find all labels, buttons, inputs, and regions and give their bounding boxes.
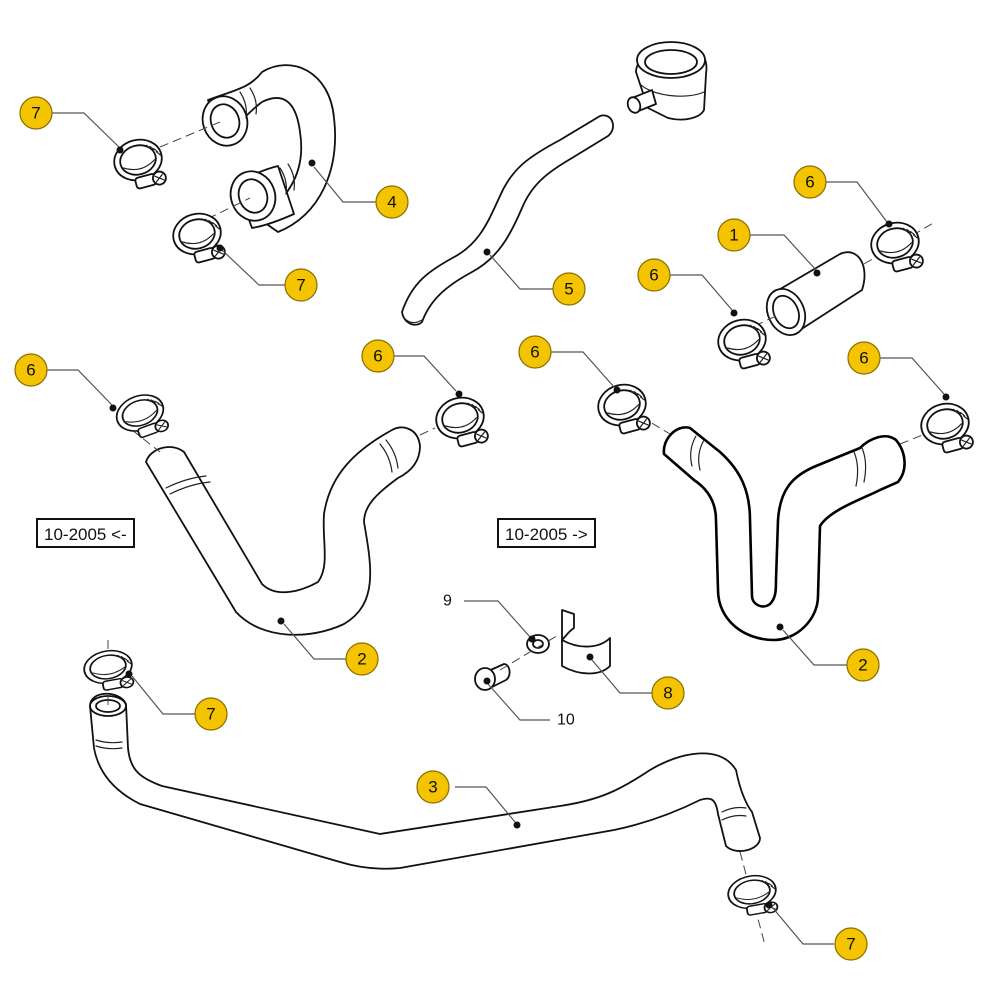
coolant-hose-part-2-before-2005 xyxy=(131,426,436,636)
hose-bracket-part-8 xyxy=(561,609,611,675)
callout-6-before-left[interactable]: 6 xyxy=(14,353,48,387)
callout-label: 1 xyxy=(729,226,738,245)
callout-label: 3 xyxy=(428,778,437,797)
callout-7-top-left[interactable]: 7 xyxy=(19,96,53,130)
callout-label: 6 xyxy=(805,173,814,192)
callout-label: 4 xyxy=(387,193,396,212)
callout-label: 2 xyxy=(858,656,867,675)
hose-clamp-part-7-long-hose-left xyxy=(80,646,137,696)
callout-6-connector-left[interactable]: 6 xyxy=(637,258,671,292)
hose-clamp-part-7-long-hose-right xyxy=(724,871,781,921)
callout-label: 6 xyxy=(859,349,868,368)
callout-2-after[interactable]: 2 xyxy=(846,648,880,682)
coolant-hose-part-2-after-2005 xyxy=(639,415,931,642)
label-9: 9 xyxy=(443,593,452,610)
callout-7-upper-clamp[interactable]: 7 xyxy=(284,268,318,302)
long-hose-part-3 xyxy=(89,640,766,946)
callout-1[interactable]: 1 xyxy=(717,218,751,252)
callout-label: 6 xyxy=(26,361,35,380)
hose-clamp-part-6-connector-right xyxy=(865,216,927,279)
callout-label: 6 xyxy=(373,347,382,366)
filler-neck-fitting xyxy=(626,41,708,121)
callout-6-after-left[interactable]: 6 xyxy=(518,335,552,369)
callout-label: 6 xyxy=(530,343,539,362)
callout-2-before[interactable]: 2 xyxy=(345,642,379,676)
callout-label: 7 xyxy=(296,276,305,295)
callout-8[interactable]: 8 xyxy=(651,676,685,710)
hose-clamp-part-7-upper xyxy=(108,133,170,196)
hose-clamp-part-6-after-left xyxy=(592,378,654,441)
callout-6-before-right[interactable]: 6 xyxy=(361,339,395,373)
callout-label: 7 xyxy=(206,705,215,724)
callout-6-connector-right[interactable]: 6 xyxy=(793,165,827,199)
callout-6-after-right[interactable]: 6 xyxy=(847,341,881,375)
hose-clamp-part-6-before-left xyxy=(110,387,173,446)
date-box-after-2005: 10-2005 -> xyxy=(497,518,596,548)
u-hose-part-4 xyxy=(159,64,336,233)
hose-clamp-part-6-connector-left xyxy=(712,313,774,376)
label-10: 10 xyxy=(557,712,575,729)
bolt-part-10 xyxy=(474,633,561,691)
hose-clamp-part-6-before-right xyxy=(430,391,492,454)
callout-label: 8 xyxy=(663,684,672,703)
straight-connector-part-1 xyxy=(741,221,936,336)
breather-hose-part-5 xyxy=(401,114,614,326)
callout-label: 2 xyxy=(357,650,366,669)
callout-label: 6 xyxy=(649,266,658,285)
callout-7-long-hose-right[interactable]: 7 xyxy=(834,927,868,961)
hose-clamp-part-6-after-right xyxy=(915,397,977,460)
date-box-before-2005: 10-2005 <- xyxy=(36,518,135,548)
callout-5[interactable]: 5 xyxy=(552,272,586,306)
hose-clamp-part-7-lower xyxy=(167,207,229,270)
callout-label: 5 xyxy=(564,280,573,299)
callout-3[interactable]: 3 xyxy=(416,770,450,804)
callout-label: 7 xyxy=(31,104,40,123)
callout-4[interactable]: 4 xyxy=(375,185,409,219)
callout-7-long-hose-left[interactable]: 7 xyxy=(194,697,228,731)
callout-label: 7 xyxy=(846,935,855,954)
leader-lines xyxy=(47,112,950,945)
